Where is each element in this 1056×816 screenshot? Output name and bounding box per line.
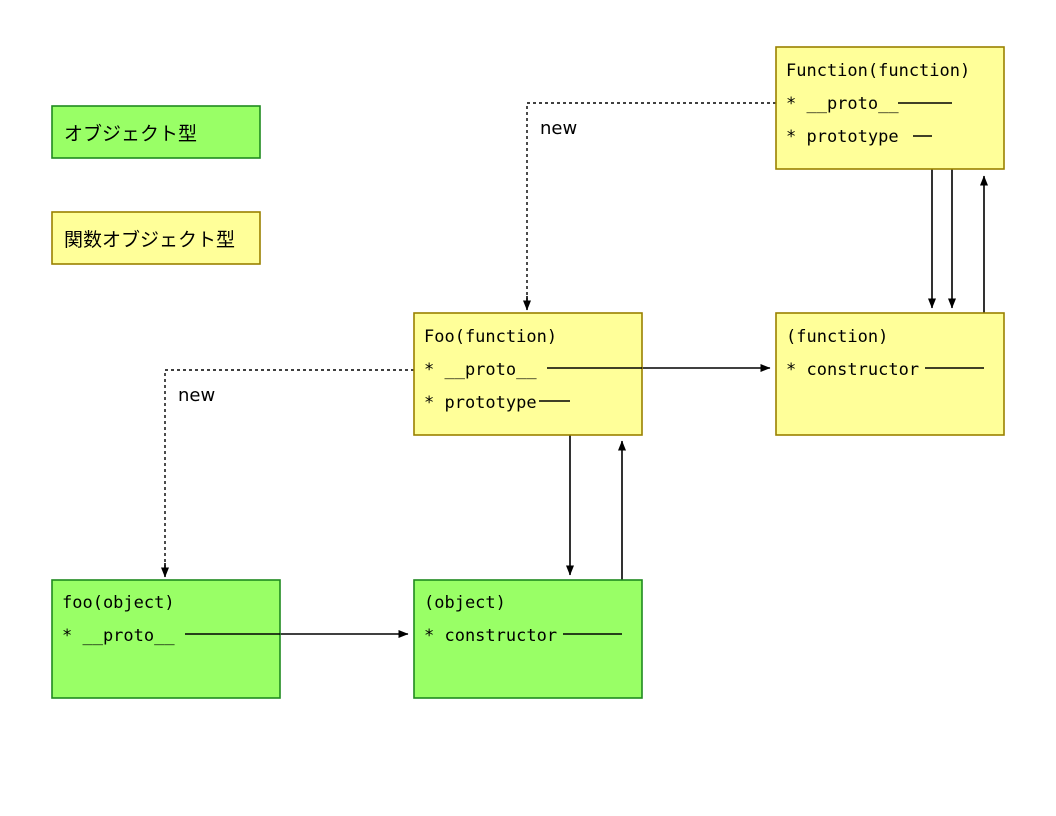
legend-item-object: オブジェクト型 xyxy=(51,105,261,159)
node-function-ctor-field-proto: * __proto__ xyxy=(786,94,899,114)
legend-label-object: オブジェクト型 xyxy=(64,122,197,145)
node-object-proto: (object) * constructor xyxy=(413,579,643,699)
node-foo-ctor-field-proto: * __proto__ xyxy=(424,360,537,380)
edge-label-new-foo-to-instance: new xyxy=(178,385,215,406)
node-foo-instance: foo(object) * __proto__ xyxy=(51,579,281,699)
node-foo-ctor-box xyxy=(413,312,643,436)
edge-new-function-to-foo xyxy=(526,102,776,305)
node-function-ctor-box xyxy=(775,46,1005,170)
legend-swatch-object xyxy=(51,105,261,159)
node-foo-ctor-field-prototype: * prototype xyxy=(424,393,537,413)
node-function-ctor: Function(function) * __proto__ * prototy… xyxy=(775,46,1005,170)
legend-item-function: 関数オブジェクト型 xyxy=(51,211,261,265)
node-function-proto-field-constructor: * constructor xyxy=(786,360,919,380)
node-foo-instance-title: foo(object) xyxy=(62,593,175,613)
node-function-ctor-field-prototype: * prototype xyxy=(786,127,899,147)
node-foo-instance-box xyxy=(51,579,281,699)
legend: オブジェクト型 関数オブジェクト型 xyxy=(51,105,261,265)
node-function-proto: (function) * constructor xyxy=(775,312,1005,436)
node-function-proto-title: (function) xyxy=(786,327,888,347)
edge-new-foo-to-instance xyxy=(164,369,414,572)
node-object-proto-box xyxy=(413,579,643,699)
node-object-proto-field-constructor: * constructor xyxy=(424,626,557,646)
node-function-ctor-title: Function(function) xyxy=(786,61,970,81)
edge-label-new-function-to-foo: new xyxy=(540,118,577,139)
node-foo-ctor: Foo(function) * __proto__ * prototype xyxy=(413,312,643,436)
legend-label-function: 関数オブジェクト型 xyxy=(64,228,235,251)
legend-swatch-function xyxy=(51,211,261,265)
node-foo-instance-field-proto: * __proto__ xyxy=(62,626,175,646)
node-object-proto-title: (object) xyxy=(424,593,506,613)
node-function-proto-box xyxy=(775,312,1005,436)
node-foo-ctor-title: Foo(function) xyxy=(424,327,557,347)
